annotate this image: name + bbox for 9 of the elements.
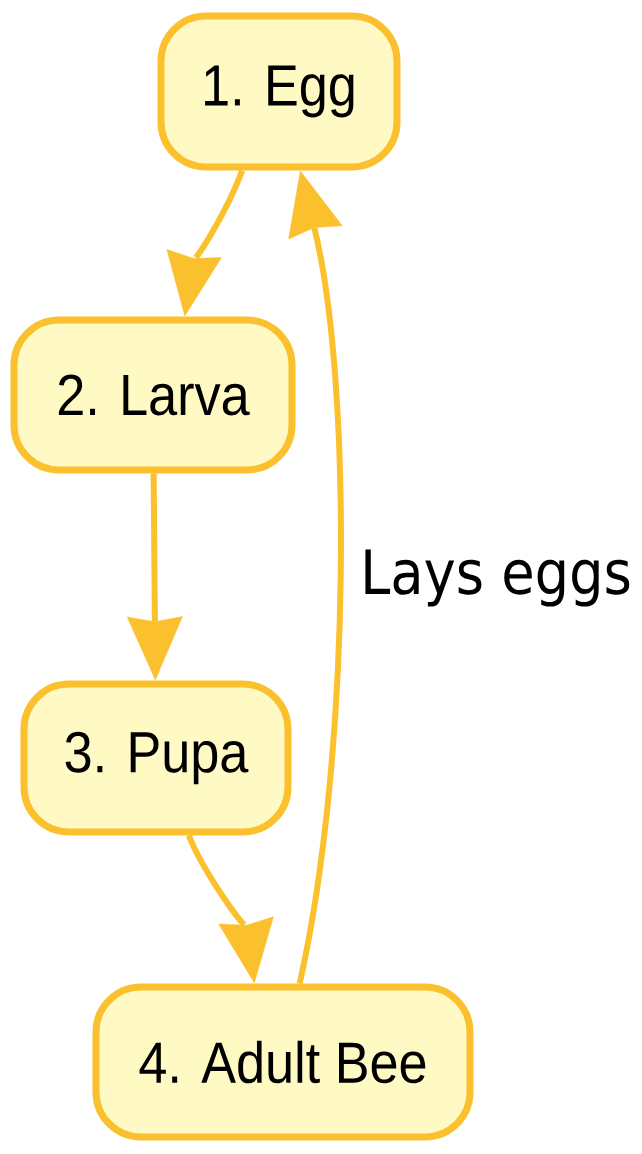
stage-box: 3. Pupa [20, 680, 292, 836]
arrow [126, 473, 183, 681]
stage-box: 2. Larva [10, 316, 296, 474]
arrow [186, 834, 274, 984]
stage-box: 1. Egg [157, 12, 401, 171]
arrow [166, 169, 245, 317]
edge-label: Lays eggs [358, 547, 634, 609]
stage-box: 4. Adult Bee [92, 983, 474, 1141]
arrow [288, 170, 344, 985]
